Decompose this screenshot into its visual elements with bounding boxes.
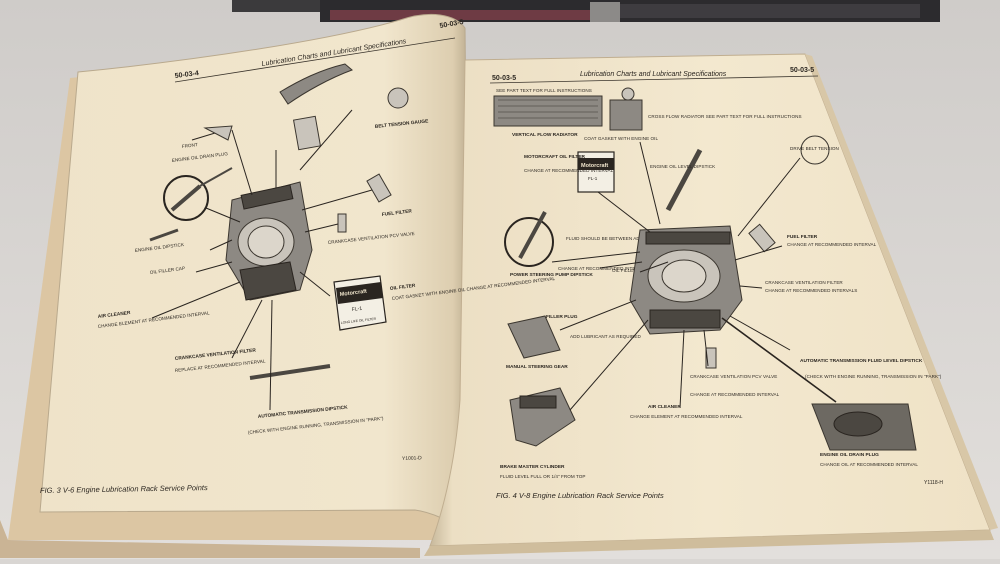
label-fuel-filter-right: FUEL FILTER: [787, 234, 818, 240]
pcv-valve-icon-right: [705, 347, 717, 369]
label-drain-plug-note-right: CHANGE OIL AT RECOMMENDED INTERVAL: [820, 462, 918, 467]
label-air-cleaner-right: AIR CLEANER: [648, 404, 681, 410]
motorcraft-brand-left: Motorcraft: [340, 289, 368, 298]
label-motorcraft-note: CHANGE AT RECOMMENDED INTERVAL: [524, 168, 614, 173]
label-add-lubricant: ADD LUBRICANT AS REQUIRED: [570, 334, 641, 339]
label-drive-belt: DRIVE BELT TENSION: [790, 146, 839, 151]
cross-flow-radiator-drawing: [609, 99, 643, 131]
label-oil-filler-cap-right: OIL FILLER CAP: [612, 268, 648, 273]
label-auto-trans-note: (CHECK WITH ENGINE RUNNING, TRANSMISSION…: [805, 374, 942, 379]
label-air-cleaner-note-right: CHANGE ELEMENT AT RECOMMENDED INTERVAL: [630, 414, 743, 419]
gauge-dial-icon: [387, 87, 409, 109]
right-page-number: 50-03-5: [492, 75, 516, 82]
label-drain-plug: ENGINE OIL DRAIN PLUG: [172, 151, 229, 163]
dipstick-callout-circle: [163, 175, 209, 221]
label-pcv-right: CRANKCASE VENTILATION PCV VALVE: [690, 374, 777, 379]
label-crankcase-filter-note-right: CHANGE AT RECOMMENDED INTERVALS: [765, 288, 857, 293]
long-life-label-left: LONG LIFE OIL FILTER: [341, 317, 377, 325]
label-brake-master: BRAKE MASTER CYLINDER: [500, 464, 565, 470]
label-fuel-filter: FUEL FILTER: [382, 208, 413, 218]
v8-engine-drawing: [629, 225, 743, 335]
fuel-filter-icon: [366, 173, 392, 203]
label-see-part-text: SEE PART TEXT FOR FULL INSTRUCTIONS: [496, 88, 592, 93]
drain-plug-icon: [203, 125, 233, 141]
right-leader-lines: [551, 141, 837, 411]
label-front: FRONT: [182, 142, 199, 149]
left-figure-caption: FIG. 3 V-6 Engine Lubrication Rack Servi…: [40, 483, 208, 495]
right-corner-number: 50-03-5: [790, 67, 814, 74]
label-belt-tension-gauge: BELT TENSION GAUGE: [375, 118, 430, 130]
label-brake-master-note: FLUID LEVEL FULL OR 1/4" FROM TOP: [500, 474, 585, 479]
label-filler-plug: FILLER PLUG: [546, 314, 578, 320]
label-motorcraft-oil-filter: MOTORCRAFT OIL FILTER: [524, 154, 586, 160]
tension-tool-icon: [292, 115, 322, 151]
label-crossflow-radiator: CROSS FLOW RADIATOR SEE PART TEXT FOR FU…: [648, 114, 802, 119]
steering-gear-drawing: [507, 315, 561, 359]
label-oil-filler-cap: OIL FILLER CAP: [150, 266, 186, 275]
label-fuel-filter-note-right: CHANGE AT RECOMMENDED INTERVAL: [787, 242, 877, 247]
fl-label-left: FL-1: [352, 306, 363, 313]
label-auto-trans-dipstick: AUTOMATIC TRANSMISSION FLUID LEVEL DIPST…: [800, 358, 923, 364]
label-air-cleaner-left: AIR CLEANER: [98, 310, 132, 320]
label-power-steering: POWER STEERING PUMP DIPSTICK: [510, 272, 593, 278]
motorcraft-oil-filter-left: Motorcraft FL-1 LONG LIFE OIL FILTER: [333, 275, 387, 331]
pcv-valve-icon: [337, 213, 347, 233]
power-steering-callout-circle: [504, 217, 554, 267]
left-figure: 50-03-4 Lubrication Charts and Lubricant…: [40, 19, 556, 495]
right-figure: 50-03-5 Lubrication Charts and Lubricant…: [489, 67, 943, 500]
label-change-at: CHANGE AT RECOMMENDED INTERVAL: [558, 266, 648, 271]
v6-engine-drawing: [225, 181, 313, 301]
fuel-filter-icon-right: [748, 223, 776, 253]
right-figure-caption: FIG. 4 V-8 Engine Lubrication Rack Servi…: [496, 491, 664, 500]
left-corner-number: 50-03-5: [439, 19, 464, 30]
stacked-books: [232, 0, 940, 22]
motorcraft-oil-filter-right: Motorcraft FL-1: [577, 151, 615, 193]
right-figure-code: Y1118-H: [924, 480, 943, 486]
label-crankcase-filter-right: CRANKCASE VENTILATION FILTER: [765, 280, 843, 285]
label-manual-steering: MANUAL STEERING GEAR: [506, 364, 568, 370]
label-engine-oil-dipstick: ENGINE OIL DIPSTICK: [135, 242, 186, 253]
label-fluid-note: FLUID SHOULD BE BETWEEN ADD AND FULL MAR…: [566, 236, 685, 241]
left-leader-lines: [151, 109, 373, 411]
motorcraft-brand-right: Motorcraft: [581, 163, 608, 169]
belt-gauge-drawing: [279, 63, 353, 105]
label-vertical-radiator: VERTICAL FLOW RADIATOR: [512, 132, 578, 138]
right-header-title: Lubrication Charts and Lubricant Specifi…: [580, 71, 727, 78]
left-figure-code: Y1001-D: [402, 455, 422, 462]
fl-label-right: FL-1: [588, 176, 598, 181]
vertical-radiator-drawing: [493, 95, 603, 127]
label-oil-filter: OIL FILTER: [390, 283, 417, 292]
label-pcv-note-right: CHANGE AT RECOMMENDED INTERVAL: [690, 392, 780, 397]
engine-dipstick-drawing: [665, 148, 703, 212]
trans-dipstick-drawing: [249, 364, 331, 380]
label-engine-oil-dipstick-right: ENGINE OIL LEVEL DIPSTICK: [650, 164, 716, 169]
label-drain-plug-right: ENGINE OIL DRAIN PLUG: [820, 452, 879, 458]
left-page-number: 50-03-4: [174, 70, 199, 80]
label-coat-gasket: COAT GASKET WITH ENGINE OIL: [584, 136, 658, 141]
